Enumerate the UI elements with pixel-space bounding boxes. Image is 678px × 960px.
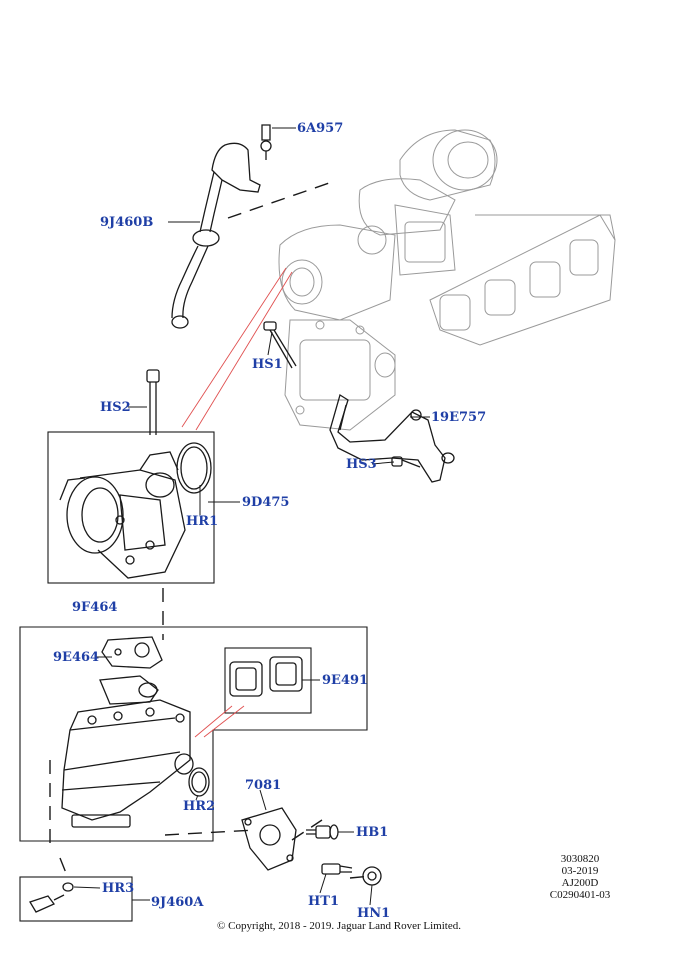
leader-lines	[73, 127, 430, 906]
label-9d475: 9D475	[242, 495, 289, 510]
label-6a957: 6A957	[297, 121, 343, 136]
gasket-set-9e491	[229, 656, 303, 697]
diagram-engine-code: AJ200D	[561, 877, 599, 889]
label-hr1: HR1	[186, 514, 218, 529]
sensor-9j460a	[29, 894, 65, 913]
egr-cooler-9f464	[61, 675, 194, 828]
gasket-7081	[241, 807, 297, 871]
label-9j460a: 9J460A	[151, 895, 204, 910]
bolt-hs2	[146, 369, 160, 435]
label-ht1: HT1	[308, 894, 339, 909]
stud-ht1	[321, 863, 353, 875]
bracket-19e757	[329, 393, 455, 483]
bolt-hs1	[263, 321, 297, 369]
label-9j460b: 9J460B	[100, 215, 153, 230]
label-hr2: HR2	[183, 799, 215, 814]
gasket-set-box	[224, 647, 312, 714]
diagram-date: 03-2019	[561, 865, 599, 877]
diagram-reference: C0290401-03	[549, 889, 611, 901]
label-19e757: 19E757	[431, 410, 486, 425]
vacuum-hose-9j460b	[171, 124, 272, 329]
o-ring-hr1	[176, 442, 212, 494]
label-hr3: HR3	[102, 881, 134, 896]
label-hs1: HS1	[252, 357, 283, 372]
label-9f464: 9F464	[72, 600, 117, 615]
nut-hn1	[362, 866, 382, 886]
diagram-code-block: 3030820 03-2019 AJ200D C0290401-03	[540, 853, 620, 901]
label-7081: 7081	[245, 778, 281, 793]
label-hs3: HS3	[346, 457, 377, 472]
label-hs2: HS2	[100, 400, 131, 415]
throttle-body-9d475	[59, 451, 186, 579]
gasket-9e464	[101, 636, 163, 669]
engine-ghost-illustration	[278, 129, 616, 431]
label-hb1: HB1	[356, 825, 388, 840]
sensor-group-box	[19, 876, 133, 922]
label-hn1: HN1	[357, 906, 390, 921]
o-ring-hr2	[188, 767, 210, 797]
label-9e491: 9E491	[322, 673, 368, 688]
diagram-number: 3030820	[560, 853, 600, 865]
throttle-body-group-box	[47, 431, 215, 584]
seal-hr3	[62, 882, 74, 892]
bolt-hb1	[306, 824, 339, 840]
bolt-hs3	[391, 456, 421, 468]
copyright-notice: © Copyright, 2018 - 2019. Jaguar Land Ro…	[217, 920, 461, 932]
label-9e464: 9E464	[53, 650, 99, 665]
